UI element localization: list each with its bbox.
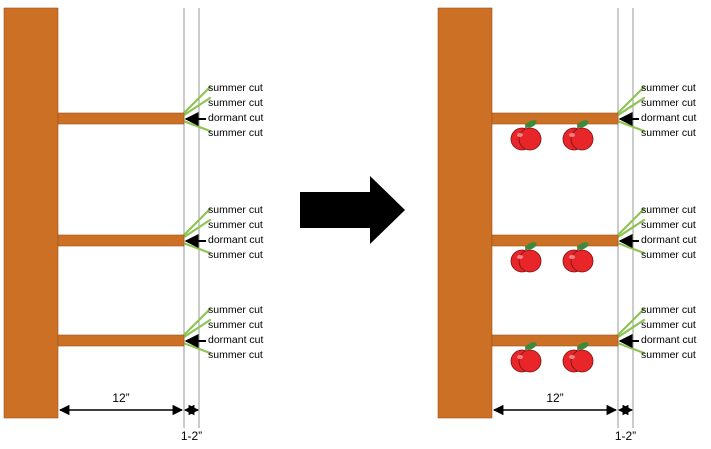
dormant-cut-label: dormant cut bbox=[208, 334, 264, 346]
apple-icon bbox=[562, 242, 594, 273]
apple-icon bbox=[510, 242, 542, 273]
dimension-label-small: 1-2” bbox=[181, 429, 202, 443]
summer-cut-label: summer cut bbox=[641, 82, 696, 94]
apple-icon bbox=[562, 120, 594, 151]
branch-group: summer cut summer cut dormant cut summer cu… bbox=[491, 204, 697, 273]
dormant-cut-label: dormant cut bbox=[641, 234, 697, 246]
summer-cut-label: summer cut bbox=[641, 204, 696, 216]
branch bbox=[57, 234, 185, 247]
summer-cut-label: summer cut bbox=[641, 349, 696, 361]
summer-cut-label: summer cut bbox=[208, 319, 263, 331]
summer-cut-label: summer cut bbox=[208, 204, 263, 216]
summer-cut-label: summer cut bbox=[641, 127, 696, 139]
branch bbox=[491, 334, 619, 347]
dormant-cut-label: dormant cut bbox=[641, 334, 697, 346]
branch bbox=[57, 112, 185, 125]
dormant-cut-label: dormant cut bbox=[641, 112, 697, 124]
dimension-label-main: 12” bbox=[546, 391, 563, 405]
apple-icon bbox=[562, 342, 594, 373]
summer-cut-label: summer cut bbox=[641, 304, 696, 316]
apple-icon bbox=[510, 342, 542, 373]
branch-group: summer cut summer cut dormant cut summer cu… bbox=[57, 204, 264, 261]
branch-group: summer cut summer cut dormant cut summer cu… bbox=[57, 304, 264, 361]
apple-icon bbox=[510, 120, 542, 151]
branch bbox=[491, 234, 619, 247]
dormant-cut-label: dormant cut bbox=[208, 234, 264, 246]
trunk bbox=[437, 7, 493, 419]
summer-cut-label: summer cut bbox=[641, 319, 696, 331]
summer-cut-label: summer cut bbox=[208, 349, 263, 361]
branch-group: summer cut summer cut dormant cut summer cu… bbox=[491, 304, 697, 373]
summer-cut-label: summer cut bbox=[208, 82, 263, 94]
branch-group: summer cut summer cut dormant cut summer cu… bbox=[491, 82, 697, 151]
dormant-cut-label: dormant cut bbox=[208, 112, 264, 124]
summer-cut-label: summer cut bbox=[208, 127, 263, 139]
branch bbox=[57, 334, 185, 347]
dimension-label-small: 1-2” bbox=[615, 429, 636, 443]
summer-cut-label: summer cut bbox=[208, 249, 263, 261]
summer-cut-label: summer cut bbox=[208, 219, 263, 231]
before-panel: summer cut summer cut dormant cut summer cu… bbox=[3, 7, 264, 443]
trunk bbox=[3, 7, 59, 419]
summer-cut-label: summer cut bbox=[208, 304, 263, 316]
summer-cut-label: summer cut bbox=[641, 219, 696, 231]
summer-cut-label: summer cut bbox=[208, 97, 263, 109]
dimension-label-main: 12” bbox=[112, 391, 129, 405]
transition-arrow-icon bbox=[300, 176, 405, 244]
branch-group: summer cut summer cut dormant cut summer cu… bbox=[57, 82, 264, 139]
summer-cut-label: summer cut bbox=[641, 249, 696, 261]
summer-cut-label: summer cut bbox=[641, 97, 696, 109]
branch bbox=[491, 112, 619, 125]
after-panel: summer cut summer cut dormant cut summer cu… bbox=[437, 7, 697, 443]
